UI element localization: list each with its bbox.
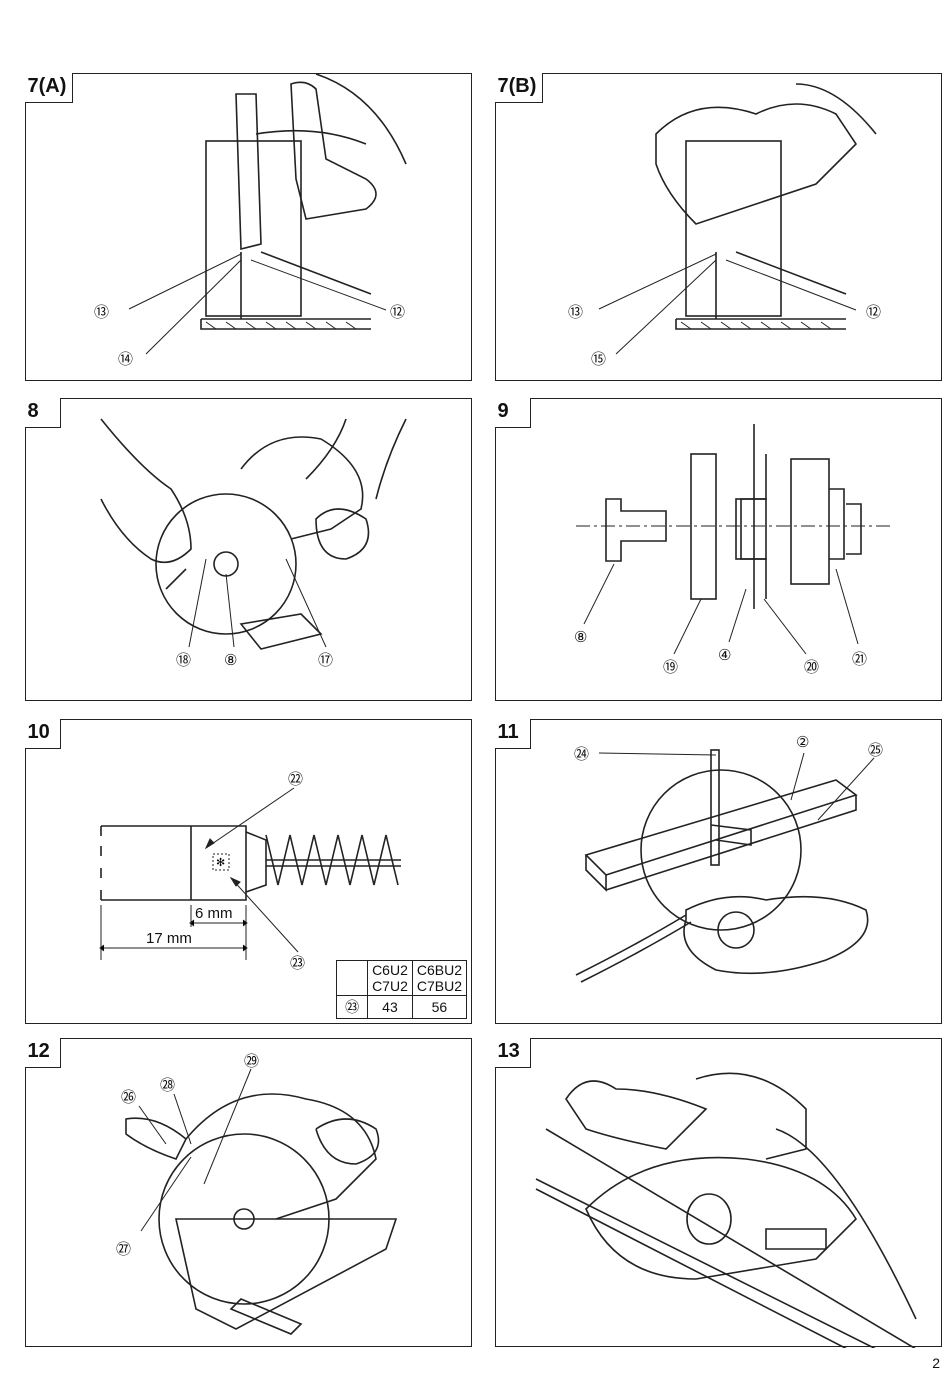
callout-14: ⑭ bbox=[118, 351, 133, 368]
figure-panel-11: ㉔ ② ㉕ 11 bbox=[494, 718, 942, 1024]
table-header-c6bu2-c7bu2: C6BU2 C7BU2 bbox=[411, 960, 468, 996]
figure-title-12: 12 bbox=[24, 1037, 61, 1068]
figure-title-7a: 7(A) bbox=[24, 72, 74, 103]
blade-removal-illustration: ⑱ ⑧ ⑰ bbox=[100, 418, 407, 669]
callout-13: ⑬ bbox=[94, 304, 109, 321]
table-cell-56: 56 bbox=[411, 995, 468, 1019]
guide-base-illustration: ㉔ ② ㉕ bbox=[574, 734, 883, 983]
callout-27: ㉗ bbox=[116, 1241, 131, 1258]
callout-19: ⑲ bbox=[663, 659, 678, 676]
callout-29: ㉙ bbox=[244, 1053, 259, 1070]
figure-title-7b: 7(B) bbox=[494, 72, 544, 103]
figure-panel-7a: ⑬ ⑫ ⑭ 7(A) bbox=[24, 72, 472, 381]
callout-13: ⑬ bbox=[568, 304, 583, 321]
callout-20: ⑳ bbox=[804, 659, 819, 676]
figure-panel-7b: ⑬ ⑫ ⑮ 7(B) bbox=[494, 72, 942, 381]
callout-2: ② bbox=[796, 734, 809, 751]
figure-title-13: 13 bbox=[494, 1037, 531, 1068]
callout-23: ㉓ bbox=[290, 955, 305, 972]
figure-panel-10: ✻ ㉒ ㉓ 6 mm 17 mm C6U2 C7U2 C6BU2 C7BU2 ㉓… bbox=[24, 718, 472, 1024]
figure-title-10: 10 bbox=[24, 718, 61, 749]
callout-18: ⑱ bbox=[176, 652, 191, 669]
guide-rail-illustration bbox=[535, 1072, 917, 1348]
figure-title-8: 8 bbox=[24, 397, 61, 428]
figure-panel-13: 13 bbox=[494, 1037, 942, 1348]
carbon-brush-wear-diagram: ✻ ㉒ ㉓ bbox=[99, 771, 401, 972]
callout-4: ④ bbox=[718, 647, 731, 664]
figure-title-11: 11 bbox=[494, 718, 531, 749]
figure-panel-9: ⑧ ⑲ ④ ⑳ ㉑ 9 bbox=[494, 397, 942, 701]
dimension-17mm: 17 mm bbox=[146, 930, 192, 947]
callout-22: ㉒ bbox=[288, 771, 303, 788]
page-number: 2 bbox=[932, 1355, 940, 1371]
figure-panel-12: ㉙ ㉘ ㉖ ㉗ 12 bbox=[24, 1037, 472, 1347]
figure-title-9: 9 bbox=[494, 397, 531, 428]
wear-limit-marker: ✻ bbox=[216, 857, 225, 869]
callout-12: ⑫ bbox=[866, 304, 881, 321]
table-cell-43: 43 bbox=[367, 995, 413, 1019]
callout-26: ㉖ bbox=[121, 1089, 136, 1106]
callout-8: ⑧ bbox=[224, 652, 237, 669]
callout-17: ⑰ bbox=[318, 652, 333, 669]
dust-adapter-illustration: ㉙ ㉘ ㉖ ㉗ bbox=[116, 1053, 398, 1335]
dimension-6mm: 6 mm bbox=[195, 905, 233, 922]
callout-24: ㉔ bbox=[574, 746, 589, 763]
callout-15: ⑮ bbox=[591, 351, 606, 368]
blade-mounting-exploded-view: ⑧ ⑲ ④ ⑳ ㉑ bbox=[574, 424, 891, 676]
saw-bevel-illustration-b: ⑬ ⑫ ⑮ bbox=[568, 83, 881, 368]
table-header-c6u2-c7u2: C6U2 C7U2 bbox=[367, 960, 413, 996]
figure-panel-8: ⑱ ⑧ ⑰ 8 bbox=[24, 397, 472, 701]
callout-25: ㉕ bbox=[868, 742, 883, 759]
callout-28: ㉘ bbox=[160, 1077, 175, 1094]
callout-21: ㉑ bbox=[852, 651, 867, 668]
brush-length-table: C6U2 C7U2 C6BU2 C7BU2 ㉓ 43 56 bbox=[336, 960, 468, 1019]
table-row-label: ㉓ bbox=[336, 995, 369, 1019]
callout-8: ⑧ bbox=[574, 629, 587, 646]
saw-blade-depth-illustration-a: ⑬ ⑫ ⑭ bbox=[94, 74, 407, 368]
callout-12: ⑫ bbox=[390, 304, 405, 321]
